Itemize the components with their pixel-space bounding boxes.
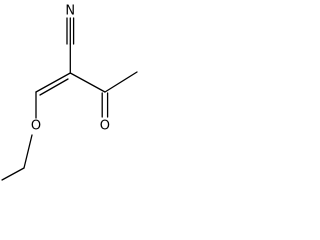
bond-carbonyl-to-methyl	[104, 71, 138, 93]
bond-alkene-double-a	[35, 72, 71, 93]
bond-ether-oxygen-to-ethyl	[23, 134, 33, 169]
chemical-structure-diagram: N O O	[1, 4, 138, 181]
atom-label-carbonyl-oxygen: O	[100, 119, 110, 134]
bond-alkene-to-carbonyl-carbon	[69, 72, 106, 93]
atom-label-ether-oxygen: O	[31, 119, 41, 134]
atom-label-nitrogen: N	[65, 4, 75, 19]
bond-alkene-double-b	[39, 78, 69, 96]
bond-ethyl-to-methyl	[1, 167, 25, 181]
